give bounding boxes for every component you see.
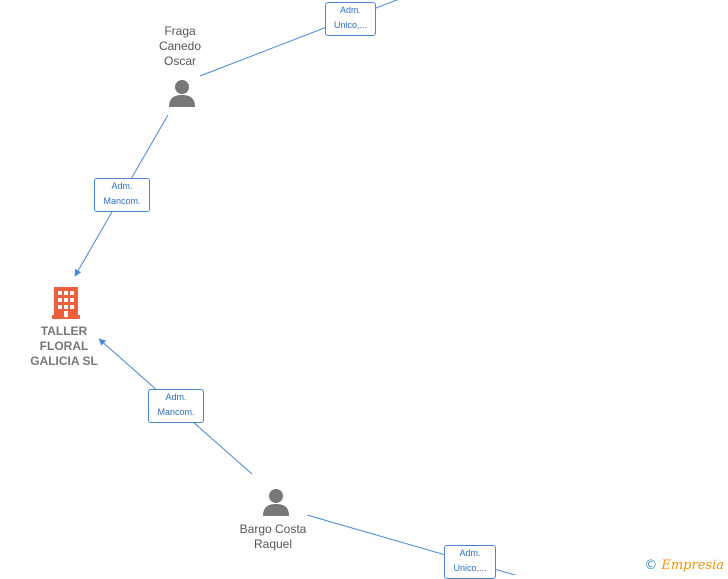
edge-label-fraga-offscreen: Adm. Unico,... xyxy=(325,2,376,36)
company-label[interactable]: TALLER FLORAL GALICIA SL xyxy=(30,324,98,368)
edge-label-fraga-company: Adm. Mancom. xyxy=(94,178,150,212)
person-label-fraga[interactable]: Fraga Canedo Oscar xyxy=(158,24,202,68)
edge-label-bargo-company: Adm. Mancom. xyxy=(148,389,204,423)
building-icon[interactable] xyxy=(52,285,80,319)
brand-name: Empresia xyxy=(661,558,724,573)
person-label-bargo[interactable]: Bargo Costa Raquel xyxy=(239,522,307,551)
brand-watermark: ©Empresia xyxy=(644,558,724,573)
person-icon[interactable] xyxy=(167,79,197,107)
edge-label-bargo-offscreen: Adm. Unico,... xyxy=(444,545,496,579)
person-icon[interactable] xyxy=(261,488,291,516)
copyright-icon: © xyxy=(644,558,658,573)
